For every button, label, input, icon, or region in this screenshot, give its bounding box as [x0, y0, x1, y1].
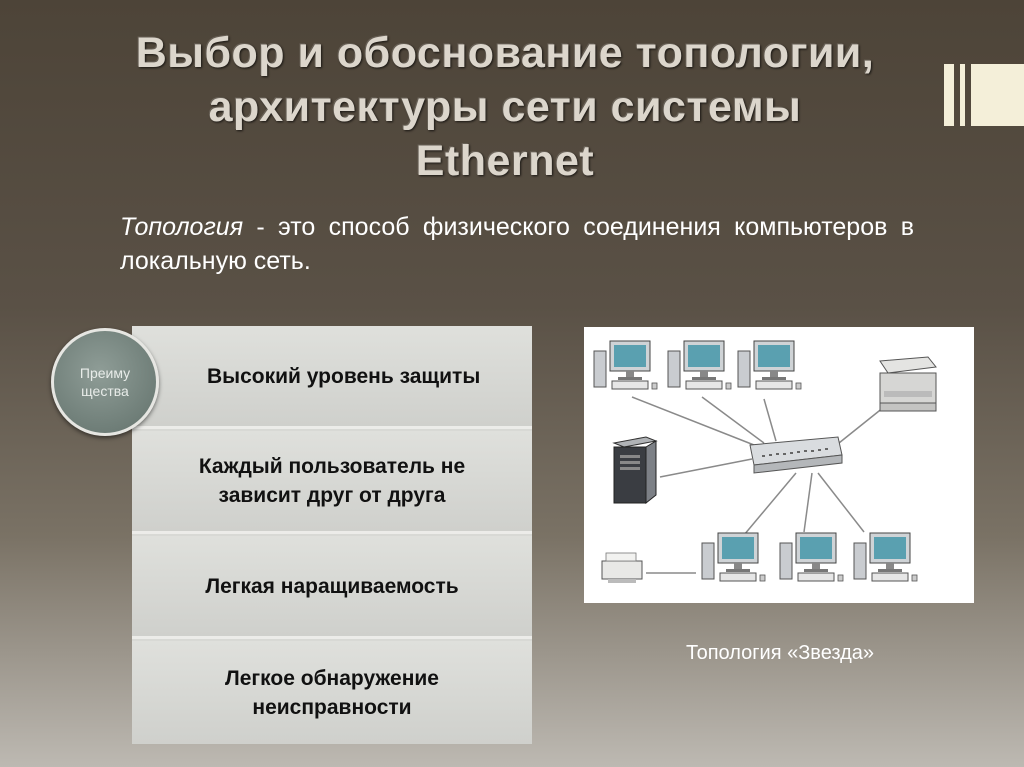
deco-bar [960, 64, 965, 126]
star-topology-diagram [584, 327, 974, 603]
advantages-panel: Высокий уровень защиты Каждый пользовате… [132, 326, 532, 744]
advantage-item: Высокий уровень защиты [132, 326, 532, 429]
advantage-text: Каждый пользователь не зависит друг от д… [198, 455, 466, 507]
advantage-text: Легкая наращиваемость [205, 574, 459, 598]
diagram-svg [593, 340, 937, 583]
switch-icon [749, 436, 843, 474]
advantage-item: Легкое обнаружение неисправности [132, 641, 532, 744]
definition-term: Топология [120, 213, 244, 241]
network-links [631, 396, 885, 574]
advantage-item: Каждый пользователь не зависит друг от д… [132, 431, 532, 534]
title-line-1: Выбор и обоснование топологии, [135, 29, 875, 77]
slide-title: Выбор и обоснование топологии, архитекту… [90, 26, 920, 188]
badge-label: Преиму щества [79, 365, 131, 399]
server-icon [612, 436, 658, 505]
title-line-2: архитектуры сети системы [208, 83, 802, 131]
definition-text: - это способ физического соединения комп… [120, 213, 914, 275]
deco-bar [971, 64, 1024, 126]
advantages-badge: Преиму щества [51, 328, 159, 436]
advantage-text: Высокий уровень защиты [207, 364, 481, 388]
advantage-item: Легкая наращиваемость [132, 536, 532, 639]
diagram-caption: Топология «Звезда» [685, 642, 875, 664]
advantage-text: Легкое обнаружение неисправности [225, 666, 439, 719]
topology-definition: Топология - это способ физического соеди… [120, 210, 914, 278]
printer-icon [879, 356, 937, 412]
decorative-bars [944, 64, 1024, 126]
deco-bar [944, 64, 954, 126]
title-line-3: Ethernet [415, 137, 595, 185]
printer-icon [601, 552, 643, 583]
